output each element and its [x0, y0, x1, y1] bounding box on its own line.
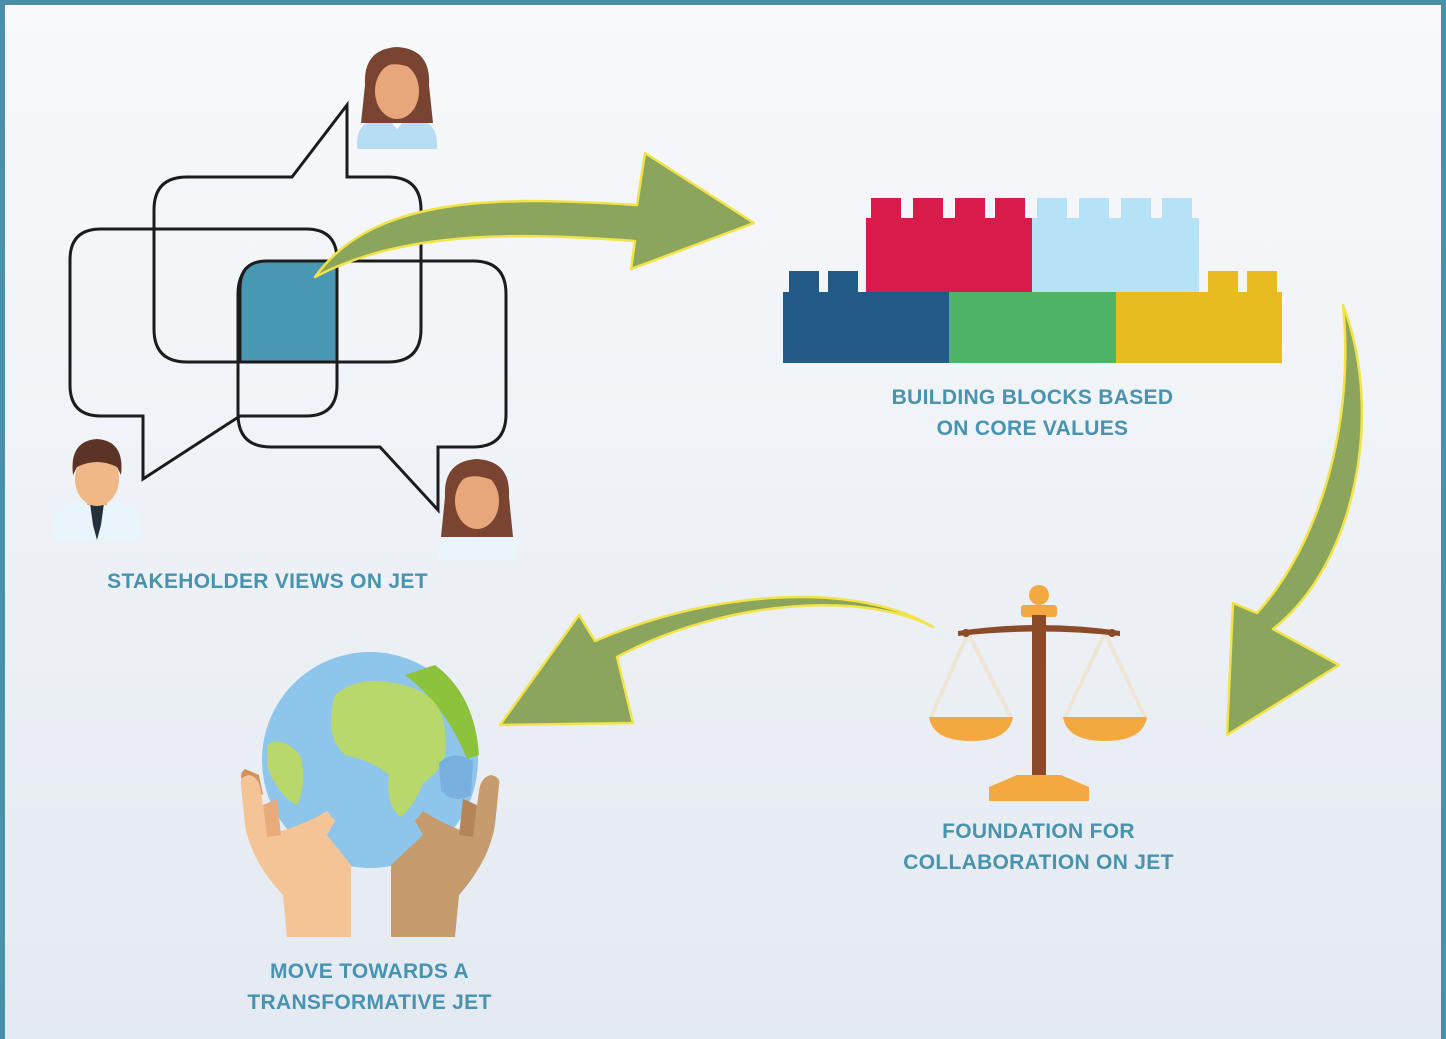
diagram-art [53, 47, 1364, 937]
label-foundation: FOUNDATION FOR COLLABORATION ON JET [846, 816, 1231, 878]
arrow-to-globe [498, 595, 935, 727]
globe-hands-icon [240, 652, 500, 937]
label-line: COLLABORATION ON JET [903, 851, 1174, 874]
speech-bubble-top [152, 100, 423, 364]
woman-avatar-icon [357, 47, 437, 149]
arrow-to-scales [1225, 303, 1364, 737]
man-avatar-icon [53, 439, 141, 540]
label-line: FOUNDATION FOR [942, 820, 1135, 843]
label-stakeholder-views: STAKEHOLDER VIEWS ON JET [75, 566, 460, 597]
label-line: ON CORE VALUES [936, 417, 1129, 440]
arrow-to-blocks [313, 151, 756, 279]
bubble-overlap [240, 261, 337, 362]
label-line: TRANSFORMATIVE JET [247, 991, 492, 1014]
label-transformative: MOVE TOWARDS A TRANSFORMATIVE JET [177, 956, 562, 1018]
label-line: STAKEHOLDER VIEWS ON JET [107, 570, 428, 593]
left-hand [240, 775, 351, 937]
label-line: BUILDING BLOCKS BASED [891, 386, 1174, 409]
building-blocks-icon [783, 198, 1282, 363]
label-building-blocks: BUILDING BLOCKS BASED ON CORE VALUES [840, 382, 1225, 444]
woman-avatar-icon-2 [438, 459, 517, 560]
speech-bubble-left [68, 227, 339, 482]
right-hand [391, 775, 500, 937]
label-line: MOVE TOWARDS A [269, 960, 470, 983]
speech-bubbles-people-icon [53, 47, 517, 560]
scales-icon [929, 585, 1147, 801]
